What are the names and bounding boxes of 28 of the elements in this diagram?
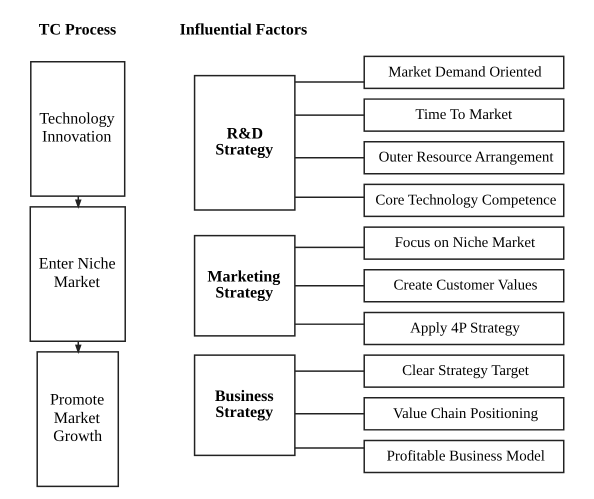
connector [295,114,364,116]
connector [295,157,364,158]
connector [295,246,364,248]
node-box: R&D Strategy [194,74,296,211]
node-box: Create Customer Values [363,269,564,303]
node-box: Outer Resource Arrangement [363,141,564,174]
connector [295,196,364,198]
node-box: Technology Innovation [30,60,126,197]
connector [295,323,364,325]
node-box: Business Strategy [194,354,296,456]
node-box: Market Demand Oriented [363,56,564,90]
node-box: Marketing Strategy [194,234,296,337]
node-box: Apply 4P Strategy [363,312,564,346]
connector [295,370,364,372]
node-box: Core Technology Competence [363,184,564,218]
node-box: Profitable Business Model [363,440,564,474]
connector [295,81,364,83]
node-box: Clear Strategy Target [363,354,564,388]
node-box: Time To Market [363,98,564,132]
node-box: Enter Niche Market [30,206,126,342]
connector [295,285,364,287]
label: TC Process [38,22,116,39]
node-box: Focus on Niche Market [363,226,564,260]
node-box: Value Chain Positioning [363,397,564,431]
connector [295,447,364,449]
connector [295,413,364,415]
node-box: Promote Market Growth [36,351,120,488]
label: Influential Factors [180,22,308,39]
